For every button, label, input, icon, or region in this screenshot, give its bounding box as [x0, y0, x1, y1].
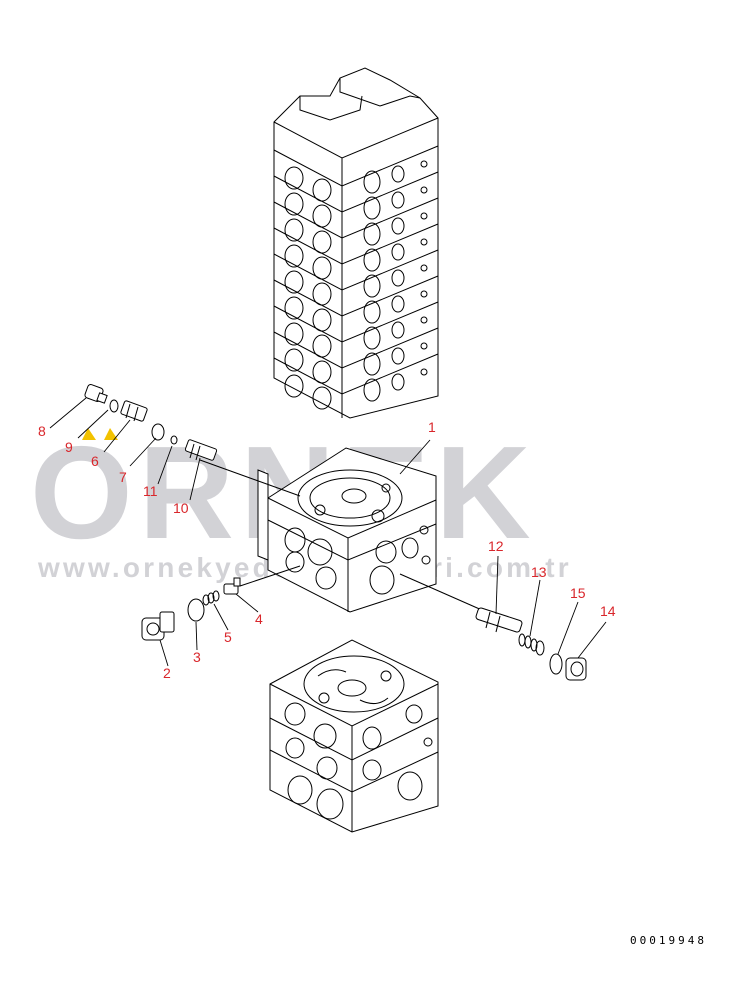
stack-port — [284, 296, 304, 320]
callout-5: 5 — [224, 629, 232, 645]
stack-port — [363, 352, 381, 376]
callout-15: 15 — [570, 585, 586, 601]
stack-port — [363, 300, 381, 324]
stack-port — [284, 348, 304, 372]
stack-port — [420, 342, 428, 350]
stack-port — [284, 374, 304, 398]
stack-port — [284, 192, 304, 216]
part-8-plug — [84, 384, 108, 404]
callout-1: 1 — [428, 419, 436, 435]
callout-11: 11 — [143, 483, 158, 499]
stack-port — [363, 274, 381, 298]
stack-port — [312, 230, 332, 254]
part-15-o-ring — [549, 653, 563, 675]
stack-port — [312, 334, 332, 358]
callout-7: 7 — [119, 469, 127, 485]
stack-port — [420, 238, 428, 246]
callouts: 1 2 3 4 5 6 7 8 9 10 11 12 13 14 15 — [38, 419, 616, 681]
callout-12: 12 — [488, 538, 504, 554]
part-11-spring — [170, 435, 178, 445]
stack-port — [391, 269, 405, 287]
callout-3: 3 — [193, 649, 201, 665]
stack-port — [284, 322, 304, 346]
stack-port — [391, 373, 405, 391]
stack-port — [420, 316, 428, 324]
stack-section-line — [273, 145, 439, 187]
stack-port — [420, 264, 428, 272]
stack-port — [312, 282, 332, 306]
part-7-o-ring — [151, 423, 165, 441]
part-4-poppet — [223, 577, 241, 595]
valve-block-bottom — [269, 639, 439, 833]
callout-6: 6 — [91, 453, 99, 469]
stack-port — [312, 256, 332, 280]
document-number: 00019948 — [630, 934, 707, 947]
stack-port — [284, 166, 304, 190]
part-12-spool — [475, 607, 523, 633]
stack-port — [391, 191, 405, 209]
stack-port — [284, 218, 304, 242]
stack-port — [420, 368, 428, 376]
part-3-o-ring — [187, 598, 205, 622]
stack-port — [420, 160, 428, 168]
stack-port — [312, 178, 332, 202]
callout-14: 14 — [600, 603, 616, 619]
part-9-o-ring — [109, 399, 119, 413]
stack-port — [312, 360, 332, 384]
part-5-spring — [202, 590, 220, 606]
stack-port — [363, 248, 381, 272]
stack-port — [284, 270, 304, 294]
part-6-fitting — [120, 400, 148, 422]
callout-13: 13 — [531, 564, 547, 580]
stack-port — [363, 170, 381, 194]
stack-port — [391, 321, 405, 339]
callout-4: 4 — [255, 611, 263, 627]
part-2-plug — [141, 611, 175, 641]
callout-9: 9 — [65, 439, 73, 455]
stack-port — [363, 378, 381, 402]
stack-port — [312, 308, 332, 332]
stack-port — [420, 290, 428, 298]
part-10-poppet — [184, 439, 218, 461]
stack-port — [312, 204, 332, 228]
stack-port — [391, 295, 405, 313]
stack-port — [391, 217, 405, 235]
stack-port — [284, 244, 304, 268]
callout-10: 10 — [173, 500, 189, 516]
valve-section-middle — [257, 447, 437, 613]
stack-port — [363, 326, 381, 350]
stack-port — [391, 243, 405, 261]
stack-port — [391, 165, 405, 183]
callout-8: 8 — [38, 423, 46, 439]
stack-port — [363, 196, 381, 220]
stack-port — [420, 212, 428, 220]
stack-port — [363, 222, 381, 246]
leader-lines — [49, 397, 607, 667]
stack-port — [312, 386, 332, 410]
part-14-plug — [565, 657, 587, 681]
stack-port — [420, 186, 428, 194]
valve-stack-top — [273, 67, 439, 419]
watermark-accent-marks — [82, 428, 118, 440]
callout-2: 2 — [163, 665, 171, 681]
part-13-spring — [518, 633, 545, 656]
stack-port — [391, 347, 405, 365]
